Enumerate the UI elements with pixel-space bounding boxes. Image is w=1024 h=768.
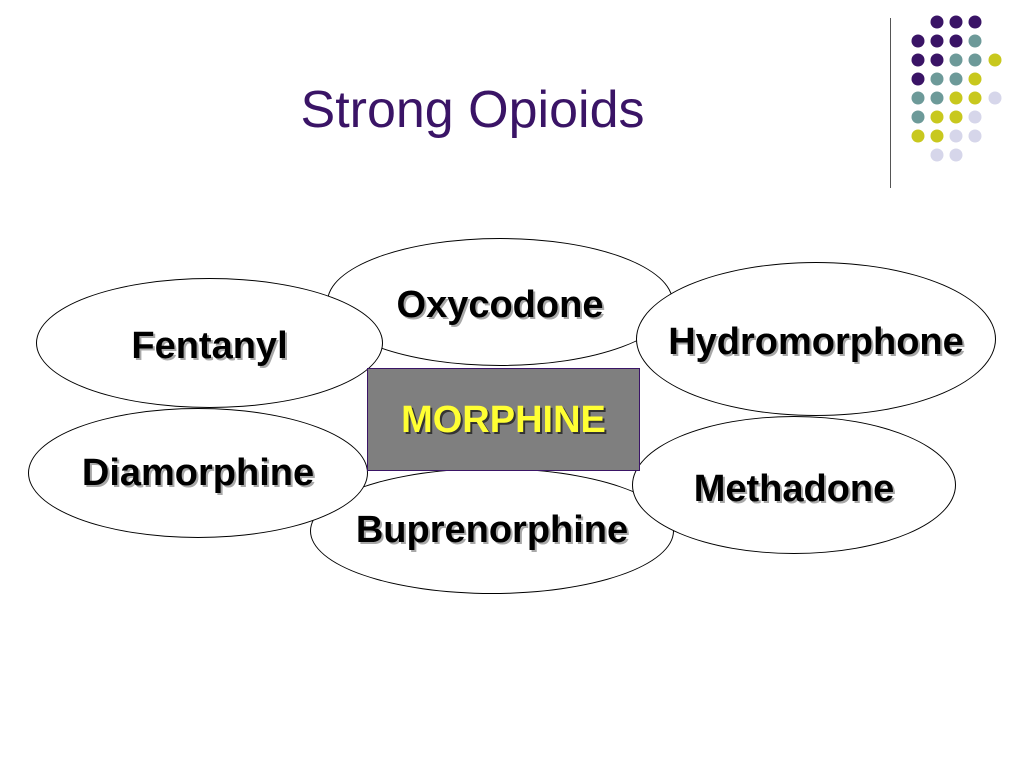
decorative-dot [988, 53, 1002, 67]
decorative-dot [949, 34, 963, 48]
label-methadone: Methadone [693, 468, 895, 510]
decorative-dot [930, 148, 944, 162]
decorative-dot [930, 15, 944, 29]
decorative-dot [930, 72, 944, 86]
decorative-dot [949, 15, 963, 29]
slide-title: Strong Opioids [300, 81, 645, 139]
decorative-dot [988, 91, 1002, 105]
decorative-dot [949, 148, 963, 162]
decorative-dot [911, 34, 925, 48]
ellipse-hydromorphone [636, 262, 996, 416]
decorative-dot [949, 110, 963, 124]
decorative-dot [968, 110, 982, 124]
decorative-dot [911, 110, 925, 124]
decorative-dot [949, 72, 963, 86]
decorative-dot [949, 53, 963, 67]
decorative-dot [949, 91, 963, 105]
decorative-dot [930, 110, 944, 124]
ellipse-oxycodone [327, 238, 673, 366]
decorative-dot [968, 72, 982, 86]
decorative-dot [911, 72, 925, 86]
decorative-dot [930, 129, 944, 143]
label-fentanyl: Fentanyl [131, 325, 288, 367]
decorative-dot [930, 91, 944, 105]
ellipse-fentanyl [36, 278, 383, 408]
label-oxycodone: Oxycodone [396, 284, 604, 326]
decorative-dot [930, 53, 944, 67]
decorative-dot [968, 53, 982, 67]
ellipse-buprenorphine [310, 468, 674, 594]
decorative-dot [911, 129, 925, 143]
decorative-dot [911, 91, 925, 105]
decorative-dot [930, 34, 944, 48]
header-divider-line [890, 18, 891, 188]
label-buprenorphine: Buprenorphine [355, 509, 629, 551]
ellipse-methadone [632, 416, 956, 554]
label-diamorphine: Diamorphine [81, 452, 315, 494]
label-morphine: MORPHINE [401, 399, 606, 441]
decorative-dot [911, 53, 925, 67]
decorative-dot-grid [911, 15, 1002, 162]
decorative-dot [968, 15, 982, 29]
center-box-morphine [367, 368, 640, 471]
label-hydromorphone: Hydromorphone [668, 321, 964, 363]
decorative-dot [949, 129, 963, 143]
decorative-dot [968, 129, 982, 143]
decorative-dot [968, 34, 982, 48]
ellipse-diamorphine [28, 408, 368, 538]
decorative-dot [968, 91, 982, 105]
